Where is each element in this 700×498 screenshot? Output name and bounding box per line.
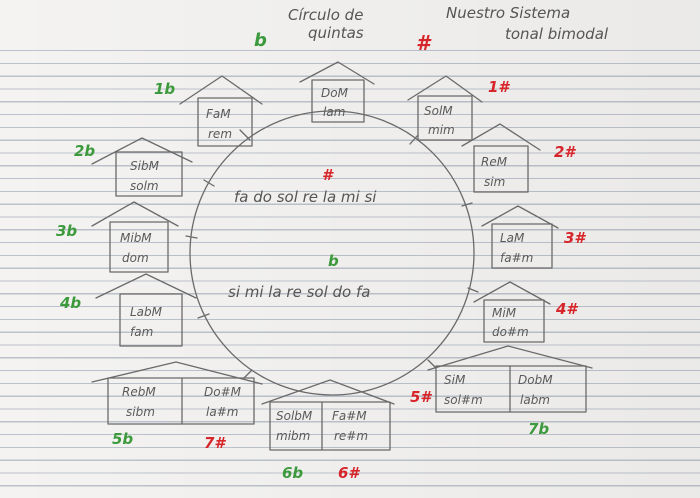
key-dos-major: Do#M	[204, 385, 242, 399]
key-la-major: LaM	[500, 231, 525, 245]
key-si-minor: sol#m	[444, 393, 483, 407]
key-la-minor: fa#m	[500, 251, 533, 265]
center-sharp-symbol: #	[322, 166, 334, 184]
sharp-order-text: fa do sol re la mi si	[234, 188, 377, 206]
key-mib-major: MibM	[120, 231, 152, 245]
title-right-line2: tonal bimodal	[505, 25, 609, 43]
house-solb-fas: SolbM mibm Fa#M re#m 6b 6#	[261, 379, 395, 482]
center-flat-symbol: b	[328, 252, 339, 270]
key-dos-count: 7#	[204, 434, 226, 452]
house-do: DoM lam	[299, 61, 375, 123]
key-fas-minor: re#m	[334, 429, 368, 443]
title-line2: quintas	[308, 24, 364, 42]
house-mib: MibM dom 3b	[56, 201, 179, 273]
key-re-count: 2#	[554, 143, 576, 161]
key-solb-minor: mibm	[276, 429, 310, 443]
key-sib-minor: solm	[130, 179, 159, 193]
fifths-circle	[189, 110, 475, 396]
header-sharp-symbol: #	[416, 31, 432, 55]
house-fa: FaM rem 1b	[154, 75, 263, 147]
key-mi-count: 4#	[555, 300, 578, 318]
key-re-major: ReM	[481, 155, 508, 169]
key-sib-major: SibM	[130, 159, 160, 173]
key-mib-minor: dom	[122, 251, 149, 265]
key-re-minor: sim	[484, 175, 505, 189]
key-fas-major: Fa#M	[332, 409, 367, 423]
house-lab: LabM fam 4b	[59, 273, 197, 347]
key-sol-major: SolM	[424, 104, 453, 118]
key-dob-count: 7b	[528, 420, 549, 438]
key-sib-count: 2b	[74, 142, 95, 160]
key-si-major: SiM	[444, 373, 466, 387]
key-sol-count: 1#	[488, 78, 510, 96]
key-lab-major: LabM	[130, 305, 163, 319]
key-solb-major: SolbM	[276, 409, 313, 423]
key-mi-major: MiM	[492, 306, 517, 320]
key-reb-minor: sibm	[126, 405, 155, 419]
key-solb-count: 6b	[282, 464, 303, 482]
key-do-minor: lam	[323, 105, 345, 119]
key-la-count: 3#	[564, 229, 586, 247]
title-line1: Círculo de	[288, 6, 363, 24]
house-reb-dos: RebM sibm Do#M la#m 5b 7#	[91, 361, 263, 452]
house-sol: SolM mim 1#	[407, 75, 510, 141]
house-mi: MiM do#m 4#	[473, 281, 578, 343]
key-dos-minor: la#m	[206, 405, 238, 419]
house-si-dob: SiM sol#m DobM labm 5# 7b	[410, 345, 593, 438]
key-do-major: DoM	[321, 86, 349, 100]
key-reb-count: 5b	[112, 430, 133, 448]
title-right-line1: Nuestro Sistema	[446, 4, 570, 22]
circle-ticks	[185, 129, 479, 379]
key-lab-count: 4b	[59, 294, 81, 312]
key-si-count: 5#	[410, 388, 432, 406]
header-flat-symbol: b	[254, 30, 267, 51]
house-la: LaM fa#m 3#	[481, 205, 586, 269]
key-mib-count: 3b	[56, 222, 77, 240]
key-fa-minor: rem	[208, 127, 232, 141]
key-fa-count: 1b	[154, 80, 175, 98]
key-fa-major: FaM	[206, 107, 231, 121]
key-dob-minor: labm	[520, 393, 550, 407]
key-sol-minor: mim	[428, 123, 455, 137]
flat-order-text: si mi la re sol do fa	[228, 283, 370, 301]
key-mi-minor: do#m	[492, 325, 529, 339]
house-sib: SibM solm 2b	[74, 137, 193, 197]
key-lab-minor: fam	[130, 325, 153, 339]
key-reb-major: RebM	[122, 385, 156, 399]
key-fas-count: 6#	[338, 464, 360, 482]
house-re: ReM sim 2#	[461, 123, 576, 193]
key-dob-major: DobM	[518, 373, 553, 387]
